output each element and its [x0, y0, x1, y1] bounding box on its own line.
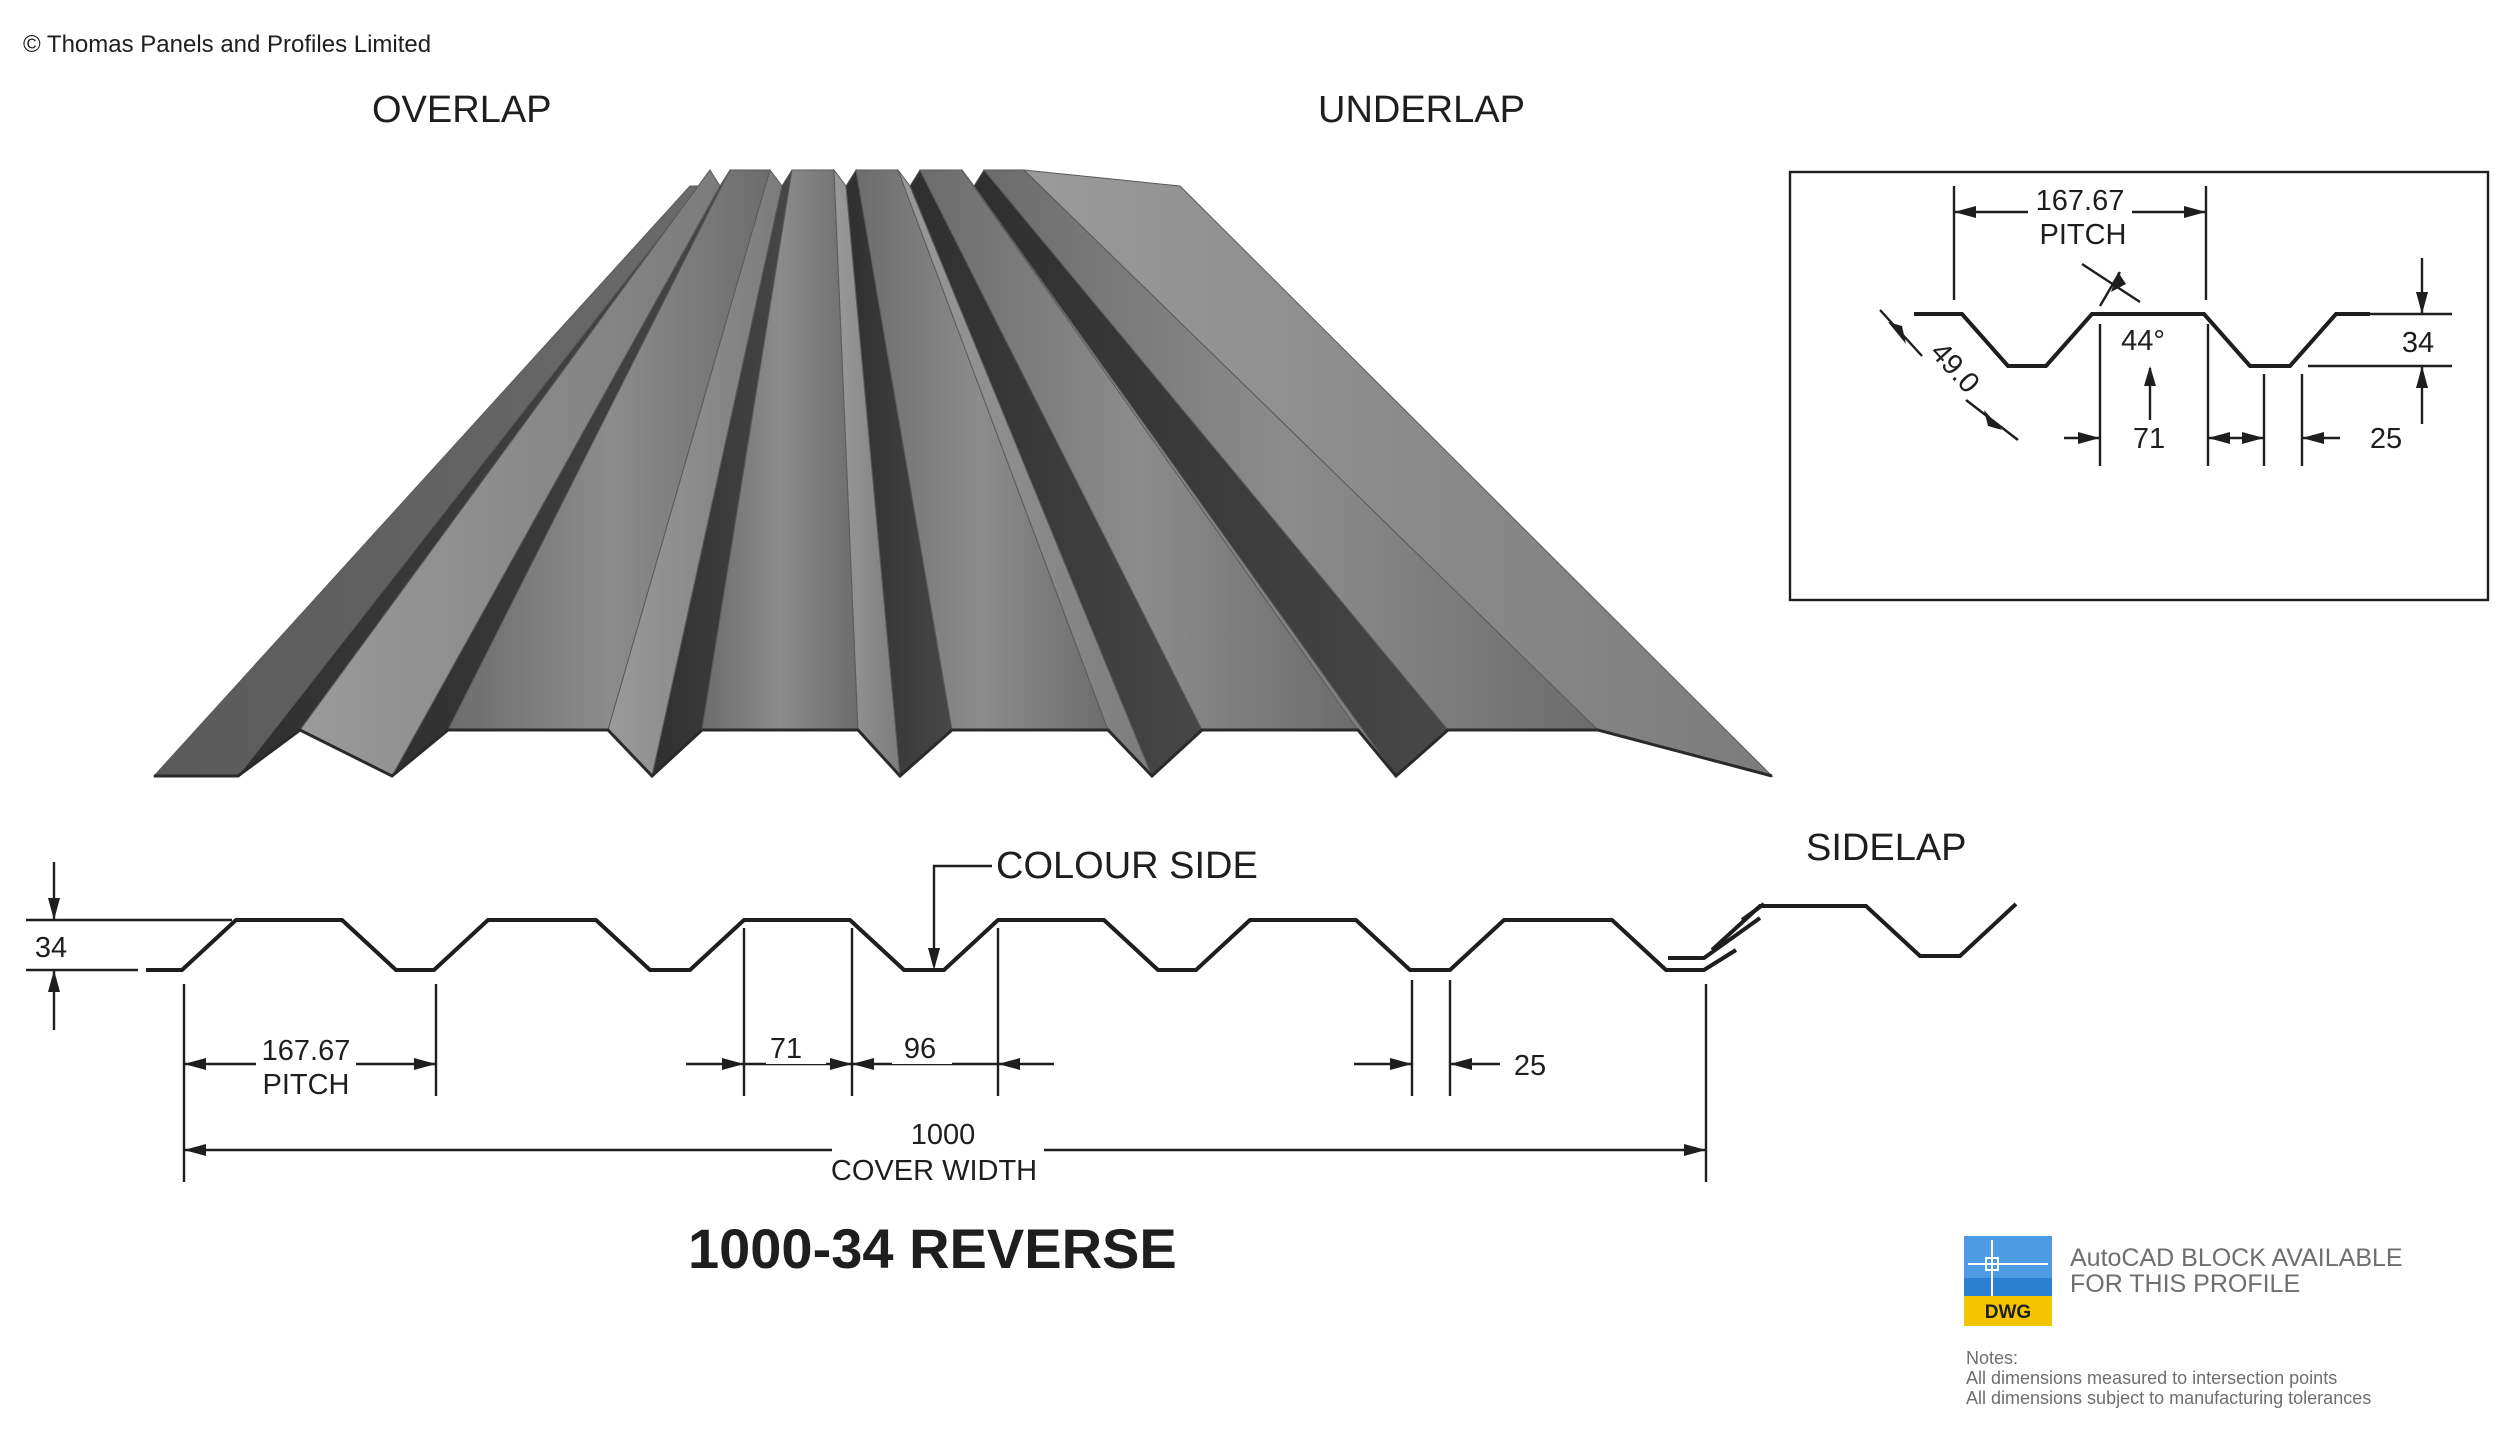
pitch-arrow-right	[414, 1058, 436, 1070]
notes-line-2: All dimensions subject to manufacturing …	[1966, 1388, 2371, 1408]
underlap-label: UNDERLAP	[1318, 89, 1525, 131]
pitch-arrow-left	[184, 1058, 206, 1070]
overlap-label: OVERLAP	[372, 89, 552, 131]
cover-arrow-right	[1684, 1144, 1706, 1156]
valley-arrow-right	[1450, 1058, 1472, 1070]
detail-colour-arrow	[2144, 366, 2156, 386]
detail-crown-value: 71	[2133, 423, 2165, 455]
detail-pitch-value: 167.67	[2036, 185, 2125, 217]
detail-web-arrow-lower	[1984, 410, 2002, 430]
sidelap-lap-line	[1740, 902, 1766, 922]
detail-profile-line	[1914, 312, 2370, 368]
detail-angle-tick	[2098, 271, 2122, 307]
detail-valley-arrow-left	[2242, 432, 2264, 444]
detail-inset: 167.67 PITCH 44° 49.0 34 71	[1788, 170, 2490, 602]
trough-value: 96	[904, 1033, 936, 1065]
detail-crown-arrow-left	[2078, 432, 2100, 444]
notes-line-1: All dimensions measured to intersection …	[1966, 1368, 2337, 1388]
roof-sheet-3d-render	[152, 168, 1774, 779]
detail-height-value: 34	[2402, 327, 2434, 359]
sidelap-label: SIDELAP	[1806, 827, 1967, 869]
notes-block: Notes: All dimensions measured to inters…	[1966, 1348, 2371, 1408]
dwg-text-line2: FOR THIS PROFILE	[2070, 1270, 2300, 1298]
trough-arrow-left	[852, 1058, 874, 1070]
detail-valley-value: 25	[2370, 423, 2402, 455]
colour-side-arrow	[928, 948, 940, 970]
detail-height-arrow-bottom	[2416, 366, 2428, 388]
profile-title: 1000-34 REVERSE	[688, 1217, 1177, 1280]
detail-angle-arrow-upper	[2111, 272, 2126, 292]
colour-side-leader	[932, 864, 992, 966]
dwg-icon-target	[1985, 1257, 1999, 1271]
trough-text-bg	[892, 1030, 952, 1064]
dwg-badge: DWG AutoCAD BLOCK AVAILABLE FOR THIS PRO…	[1964, 1236, 2403, 1326]
main-profile-line	[146, 918, 1738, 972]
valley-arrow-left	[1390, 1058, 1412, 1070]
detail-web-length: 49.0	[1924, 336, 1986, 399]
notes-heading: Notes:	[1966, 1348, 2018, 1368]
detail-pitch-arrow-right	[2184, 206, 2206, 218]
dwg-text-line1: AutoCAD BLOCK AVAILABLE	[2070, 1244, 2403, 1272]
height-arrow-top	[48, 898, 60, 920]
detail-angle-leader	[2081, 262, 2141, 304]
trough-arrow-right	[998, 1058, 1020, 1070]
detail-crown-arrow-right	[2208, 432, 2230, 444]
detail-web-arrow-upper	[1888, 322, 1906, 344]
pitch-label: PITCH	[263, 1069, 350, 1101]
sidelap-overlap-line	[1668, 916, 1762, 960]
dwg-icon-highlight	[1964, 1236, 2052, 1278]
detail-frame	[1788, 170, 2490, 602]
detail-pitch-text-bg	[2028, 184, 2132, 248]
dwg-icon-label-bg	[1964, 1296, 2052, 1326]
colour-side-label: COLOUR SIDE	[996, 845, 1258, 887]
cover-value: 1000	[911, 1119, 976, 1151]
sheet-front-edge	[154, 728, 1773, 779]
detail-pitch-label: PITCH	[2040, 219, 2127, 251]
crown-arrow-left	[722, 1058, 744, 1070]
cover-label: COVER WIDTH	[831, 1155, 1037, 1187]
detail-angle-value: 44°	[2121, 325, 2165, 357]
detail-height-arrow-top	[2416, 292, 2428, 314]
height-value: 34	[35, 932, 67, 964]
copyright-notice: © Thomas Panels and Profiles Limited	[23, 31, 431, 58]
profile-section: SIDELAP 34 167.67 PITCH 71 96	[26, 827, 2018, 1187]
height-arrow-bottom	[48, 970, 60, 992]
crown-value: 71	[770, 1033, 802, 1065]
sidelap-profile-line	[1710, 902, 2018, 958]
pitch-value: 167.67	[262, 1035, 351, 1067]
cover-arrow-left	[184, 1144, 206, 1156]
crown-arrow-right	[830, 1058, 852, 1070]
valley-value: 25	[1514, 1050, 1546, 1082]
crown-text-bg	[766, 1030, 826, 1064]
detail-pitch-arrow-left	[1954, 206, 1976, 218]
dwg-icon-label: DWG	[1985, 1302, 2031, 1323]
